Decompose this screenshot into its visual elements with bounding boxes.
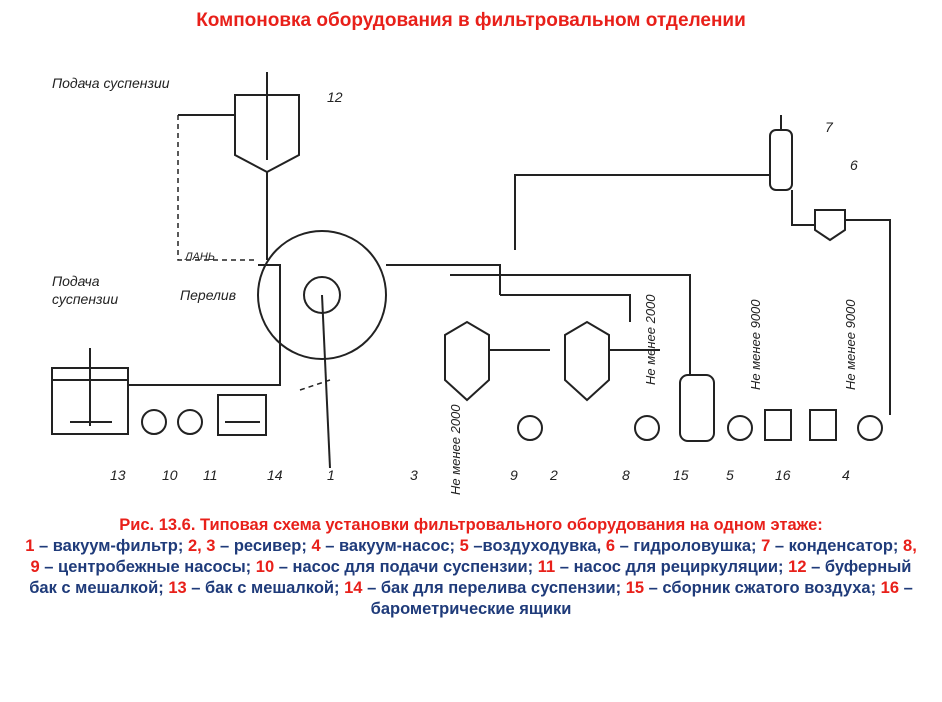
receiver-3 [444, 320, 490, 402]
equipment-number: 15 [673, 467, 689, 483]
equipment-number: 2 [549, 467, 558, 483]
equipment-number: 7 [825, 119, 834, 135]
label-overflow: Перелив [180, 287, 236, 303]
pump-11 [177, 409, 203, 435]
figure-caption: Рис. 13.6. Типовая схема установки фильт… [20, 515, 922, 620]
label-feed-left-2: суспензии [52, 291, 118, 307]
legend-number: 8, 9 [30, 537, 917, 576]
equipment-number: 4 [842, 467, 850, 483]
equipment-number: 13 [110, 467, 126, 483]
legend-text: – бак для перелива суспензии; [362, 579, 626, 597]
tank-14 [217, 394, 267, 436]
caption-heading: Рис. 13.6. Типовая схема установки фильт… [119, 516, 823, 534]
caption-legend: 1 – вакуум-фильтр; 2, 3 – ресивер; 4 – в… [20, 536, 922, 620]
label-min-9000-a: Не менее 9000 [748, 299, 763, 390]
legend-text: –воздуходувка, [468, 537, 606, 555]
legend-number: 2, 3 [187, 537, 216, 555]
legend-number: 16 [880, 579, 900, 597]
legend-number: 7 [761, 537, 771, 555]
legend-text: – вакуум-фильтр; [34, 537, 188, 555]
legend-number: 14 [344, 579, 363, 597]
label-feed-left-1: Подача [52, 273, 100, 289]
legend-text: – сборник сжатого воздуха; [644, 579, 881, 597]
label-min-2000-b: Не менее 2000 [643, 294, 658, 385]
vacuum-pump-4 [857, 415, 883, 441]
equipment-number: 1 [327, 467, 335, 483]
equipment-number: 10 [162, 467, 178, 483]
legend-number: 13 [168, 579, 187, 597]
equipment-number: 3 [410, 467, 418, 483]
legend-text: – буферный бак с мешалкой; [29, 558, 912, 597]
condenser-7 [769, 129, 793, 191]
legend-text: – вакуум-насос; [320, 537, 460, 555]
equipment-number: 6 [850, 157, 858, 173]
label-watermark: ЛАНЬ [184, 251, 215, 263]
legend-text: – ресивер; [215, 537, 312, 555]
collector-15 [679, 374, 715, 442]
label-feed-top: Подача суспензии [52, 75, 170, 91]
legend-text: – барометрические ящики [370, 579, 913, 618]
barometric-box-16a [764, 409, 792, 441]
legend-number: 12 [788, 558, 807, 576]
page-title: Компоновка оборудования в фильтровальном… [196, 10, 746, 31]
equipment-number: 12 [327, 89, 343, 105]
equipment-number: 5 [726, 467, 734, 483]
legend-text: – насос для подачи суспензии; [274, 558, 538, 576]
legend-number: 6 [605, 537, 616, 555]
equipment-number: 16 [775, 467, 791, 483]
buffer-tank-12 [234, 94, 300, 174]
legend-text: – конденсатор; [770, 537, 904, 555]
pump-10 [141, 409, 167, 435]
equipment-number: 14 [267, 467, 283, 483]
equipment-number: 8 [622, 467, 630, 483]
legend-text: – бак с мешалкой; [186, 579, 345, 597]
legend-text: – центробежные насосы; [39, 558, 256, 576]
legend-number: 5 [459, 537, 469, 555]
receiver-2 [564, 320, 610, 402]
barometric-box-16b [809, 409, 837, 441]
equipment-number: 9 [510, 467, 518, 483]
equipment-number: 11 [203, 467, 218, 483]
legend-text: – насос для рециркуляции; [555, 558, 789, 576]
trap-6 [814, 209, 846, 242]
blower-5 [727, 415, 753, 441]
legend-number: 11 [537, 558, 556, 576]
pump-9 [517, 415, 543, 441]
legend-number: 1 [25, 537, 35, 555]
vacuum-filter-1 [257, 230, 387, 360]
label-min-9000-b: Не менее 9000 [843, 299, 858, 390]
process-diagram: Подача суспензии Подача суспензии Перели… [51, 72, 891, 495]
label-min-2000-a: Не менее 2000 [448, 404, 463, 495]
legend-text: – гидроловушка; [615, 537, 762, 555]
legend-number: 4 [311, 537, 321, 555]
legend-number: 10 [255, 558, 275, 576]
pump-8 [634, 415, 660, 441]
legend-number: 15 [625, 579, 645, 597]
